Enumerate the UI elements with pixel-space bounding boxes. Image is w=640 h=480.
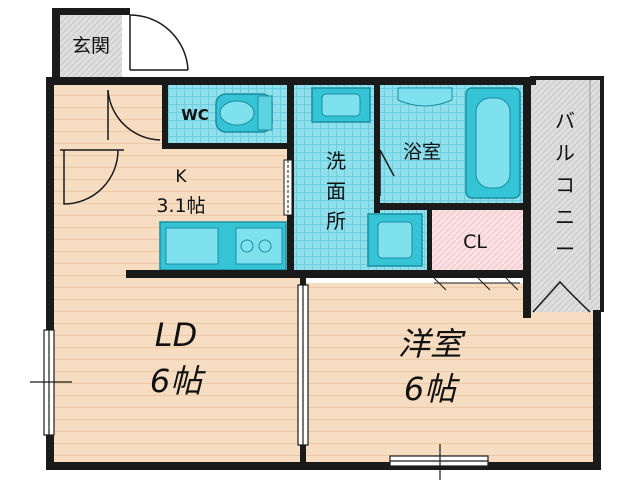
kitchen-name-label: K xyxy=(175,167,187,187)
sliding-door-senmen xyxy=(283,159,293,216)
balcony-door xyxy=(532,280,591,313)
balcony-label-5: ー xyxy=(555,237,575,261)
bathtub-fixture xyxy=(465,87,521,199)
closet-floor xyxy=(430,207,523,275)
senmen-label-2: 面 xyxy=(326,179,346,203)
ld-size-label: 6帖 xyxy=(150,362,206,400)
senmen-label-3: 所 xyxy=(326,209,346,233)
balcony-label-3: コ xyxy=(555,173,575,197)
ld-door xyxy=(107,89,161,141)
yoshitsu-size-label: 6帖 xyxy=(404,370,460,408)
sliding-door-yoshitsu xyxy=(297,284,309,446)
balcony-label-2: ル xyxy=(555,141,575,165)
yoshitsu-name-label: 洋室 xyxy=(398,325,466,363)
entrance-door xyxy=(129,14,189,71)
genkan-label: 玄関 xyxy=(72,35,110,57)
genkan-floor xyxy=(60,15,122,77)
balcony-label-1: バ xyxy=(555,109,575,133)
balcony-label-4: ニ xyxy=(555,205,575,229)
toilet-fixture xyxy=(215,93,273,133)
washing-machine-fixture xyxy=(367,213,423,267)
windows xyxy=(30,329,489,480)
kitchen-size-label: 3.1帖 xyxy=(156,195,205,217)
bath-door xyxy=(379,149,395,196)
yokushitsu-label: 浴室 xyxy=(403,141,441,163)
washbasin-fixture xyxy=(311,87,371,123)
yoshitsu-floor xyxy=(305,283,598,463)
senmen-label-1: 洗 xyxy=(326,149,346,173)
wc-label: WC xyxy=(181,106,209,124)
ld-name-label: LD xyxy=(155,316,197,354)
kitchen-counter-fixture xyxy=(159,221,287,271)
bath-sink-fixture xyxy=(397,87,453,107)
kitchen-door xyxy=(60,149,124,205)
closet-door xyxy=(433,277,520,291)
cl-label: CL xyxy=(463,231,487,253)
